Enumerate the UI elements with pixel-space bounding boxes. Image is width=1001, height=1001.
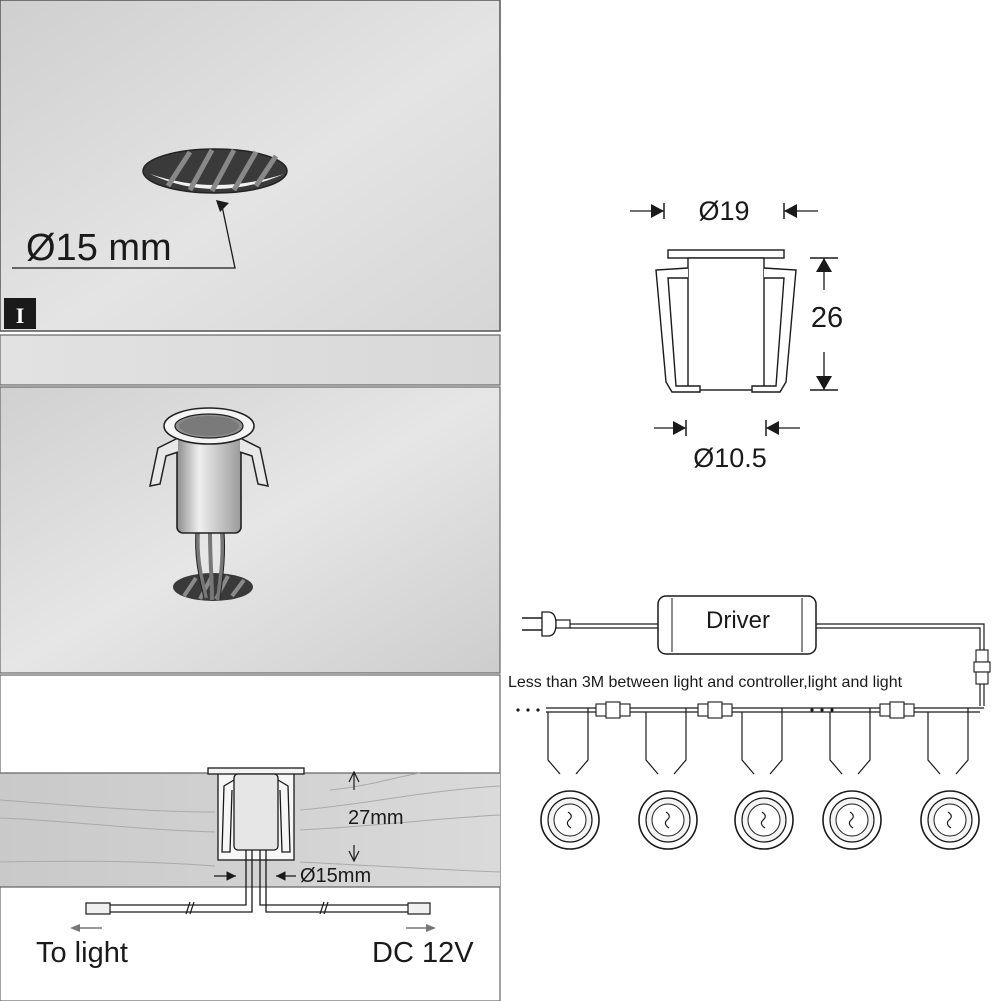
light-5: [920, 790, 980, 850]
driver-box: [657, 595, 817, 655]
light-3: [734, 790, 794, 850]
depth-label: 27mm: [348, 807, 404, 829]
divider-strip: [0, 334, 501, 386]
light-4: [822, 790, 882, 850]
cross-section-panel: 27mm Ø15mm To light DC 12V: [0, 674, 501, 1001]
dimension-drawing: Ø19 26 Ø10.5: [630, 196, 843, 473]
to-light-caption: To light: [36, 937, 128, 969]
step-badge-label: I: [16, 303, 25, 328]
section-hole-label: Ø15mm: [300, 865, 371, 887]
continuation-dots: [516, 708, 834, 712]
step-badge: [4, 298, 36, 329]
light-1: [540, 790, 600, 850]
top-diameter-label: Ø19: [698, 196, 749, 226]
power-plug-icon: [522, 611, 571, 637]
hole-diameter-label: Ø15 mm: [26, 227, 172, 269]
wiring-diagram: Driver Less than 3M between light and co…: [508, 595, 991, 850]
driver-label: Driver: [706, 607, 770, 634]
bottom-diameter-label: Ø10.5: [693, 443, 767, 473]
distance-note: Less than 3M between light and controlle…: [508, 674, 903, 691]
dc-12v-caption: DC 12V: [372, 937, 474, 969]
height-label: 26: [811, 302, 843, 334]
lamp-insert-panel: [0, 386, 501, 674]
drill-hole-panel: Ø15 mm I: [0, 0, 501, 332]
light-2: [638, 790, 698, 850]
hole-illustration: [142, 148, 288, 194]
